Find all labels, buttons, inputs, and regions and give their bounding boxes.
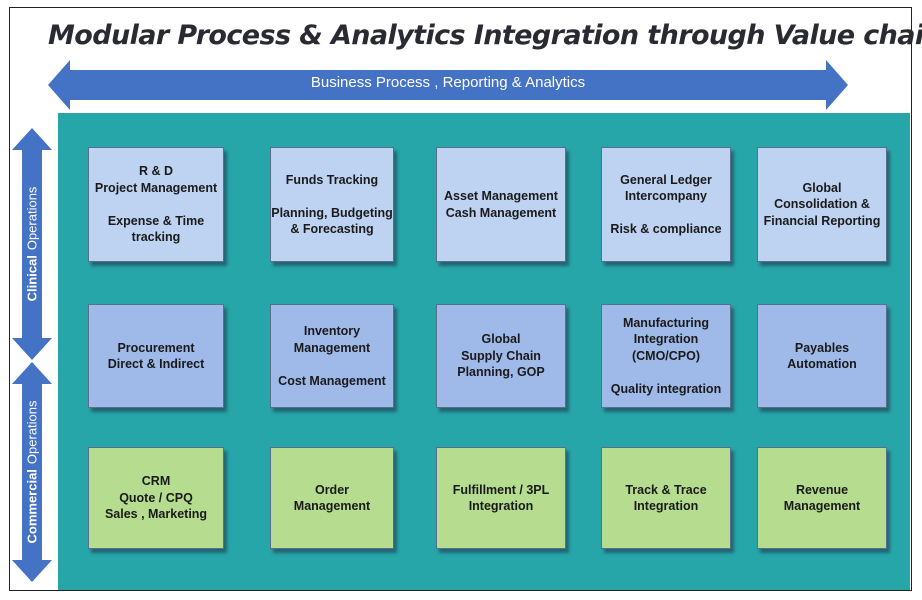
process-box: Fulfillment / 3PL Integration xyxy=(436,447,566,549)
diagram-title: Modular Process & Analytics Integration … xyxy=(48,20,922,51)
box-text-line: Supply Chain xyxy=(461,348,541,363)
operations-label: Operations xyxy=(24,186,40,251)
box-text-line: tracking xyxy=(131,230,181,245)
box-text-line: Consolidation & xyxy=(774,197,870,212)
commercial-label: Commercial xyxy=(24,469,40,544)
box-text-line: Integration xyxy=(633,332,699,347)
box-text-line: Procurement xyxy=(117,340,195,355)
box-text-line: Payables xyxy=(794,340,850,355)
box-text-line: Revenue xyxy=(795,482,849,497)
box-text-line: Fulfillment / 3PL xyxy=(452,482,550,497)
box-text-line: Global xyxy=(481,332,521,347)
box-text-line: Integration xyxy=(468,499,534,513)
box-text-line: Track & Trace xyxy=(625,482,707,497)
commercial-operations-label: Commercial Operations xyxy=(25,400,40,543)
clinical-operations-label: Clinical Operations xyxy=(25,187,40,302)
box-text-line: Funds Tracking xyxy=(285,172,379,187)
box-text-line: Automation xyxy=(787,357,857,371)
operations-label: Operations xyxy=(24,400,40,465)
box-text-line: General Ledger xyxy=(620,172,712,187)
box-text-line: Management xyxy=(293,340,371,355)
box-text-line: Direct & Indirect xyxy=(107,357,205,371)
box-text-line: Cost Management xyxy=(278,373,386,388)
box-text-line: Global xyxy=(802,180,842,195)
box-text-line: Order xyxy=(314,482,350,497)
horizontal-double-arrow xyxy=(48,60,848,110)
box-text-line: Inventory xyxy=(303,324,361,338)
box-text-line: Cash Management xyxy=(445,205,557,220)
box-text-line: Manufacturing xyxy=(622,315,710,330)
box-text-line: Management xyxy=(293,499,371,513)
clinical-double-arrow xyxy=(12,128,52,360)
box-text-line: Management xyxy=(783,499,861,513)
box-text-line: R & D xyxy=(138,164,174,179)
box-text-line: Expense & Time xyxy=(107,213,205,228)
business-process-label: Business Process , Reporting & Analytics xyxy=(310,74,586,91)
clinical-label: Clinical xyxy=(24,255,40,302)
box-text-line: Sales , Marketing xyxy=(104,507,208,522)
box-text-line: Risk & compliance xyxy=(610,222,722,236)
box-text-line: Planning, Budgeting xyxy=(271,205,393,220)
box-text-line: Asset Management xyxy=(444,189,558,203)
box-text-line: CRM xyxy=(141,474,171,489)
box-text-line: Integration xyxy=(633,499,699,513)
box-text-line: Project Management xyxy=(94,180,218,195)
box-text-line: (CMO/CPO) xyxy=(631,348,701,363)
box-text-line: & Forecasting xyxy=(290,222,374,236)
box-text-line: Intercompany xyxy=(625,189,707,203)
box-text-line: Financial Reporting xyxy=(763,213,881,228)
box-text-line: Quality integration xyxy=(610,381,722,396)
box-text-line: Quote / CPQ xyxy=(119,490,193,505)
commercial-double-arrow xyxy=(12,362,52,582)
box-text-line: Planning, GOP xyxy=(457,365,545,380)
